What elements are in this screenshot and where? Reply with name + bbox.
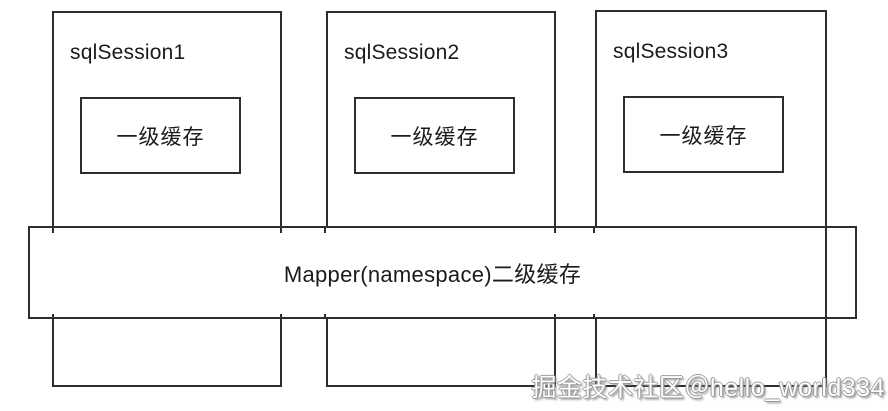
box-edge-tick [554, 314, 556, 319]
session-box-1: sqlSession1 一级缓存 [52, 11, 282, 387]
box-edge-tick [324, 226, 326, 233]
box-edge-tick [324, 314, 326, 319]
session-3-title: sqlSession3 [613, 40, 729, 63]
first-level-cache-box-1: 一级缓存 [80, 97, 241, 174]
watermark: 掘金技术社区＠hello_world334 [531, 374, 885, 402]
second-level-cache-bar: Mapper(namespace)二级缓存 [28, 226, 857, 319]
session-box-2: sqlSession2 一级缓存 [326, 11, 556, 387]
box-edge-tick [52, 314, 54, 319]
second-level-cache-label: Mapper(namespace)二级缓存 [283, 261, 582, 287]
first-level-cache-label-3: 一级缓存 [659, 124, 748, 148]
first-level-cache-label-2: 一级缓存 [390, 125, 479, 149]
session-2-title: sqlSession2 [344, 41, 460, 64]
box-edge-tick [554, 226, 556, 233]
first-level-cache-box-2: 一级缓存 [354, 97, 515, 174]
box-edge-tick [280, 226, 282, 233]
session-3-right-edge-line [825, 226, 827, 319]
box-edge-tick [593, 226, 595, 233]
box-edge-tick [52, 226, 54, 233]
first-level-cache-label-1: 一级缓存 [116, 125, 205, 149]
box-edge-tick [280, 314, 282, 319]
box-edge-tick [593, 314, 595, 319]
first-level-cache-box-3: 一级缓存 [623, 96, 784, 173]
session-box-3: sqlSession3 一级缓存 [595, 10, 827, 387]
session-1-title: sqlSession1 [70, 41, 186, 64]
